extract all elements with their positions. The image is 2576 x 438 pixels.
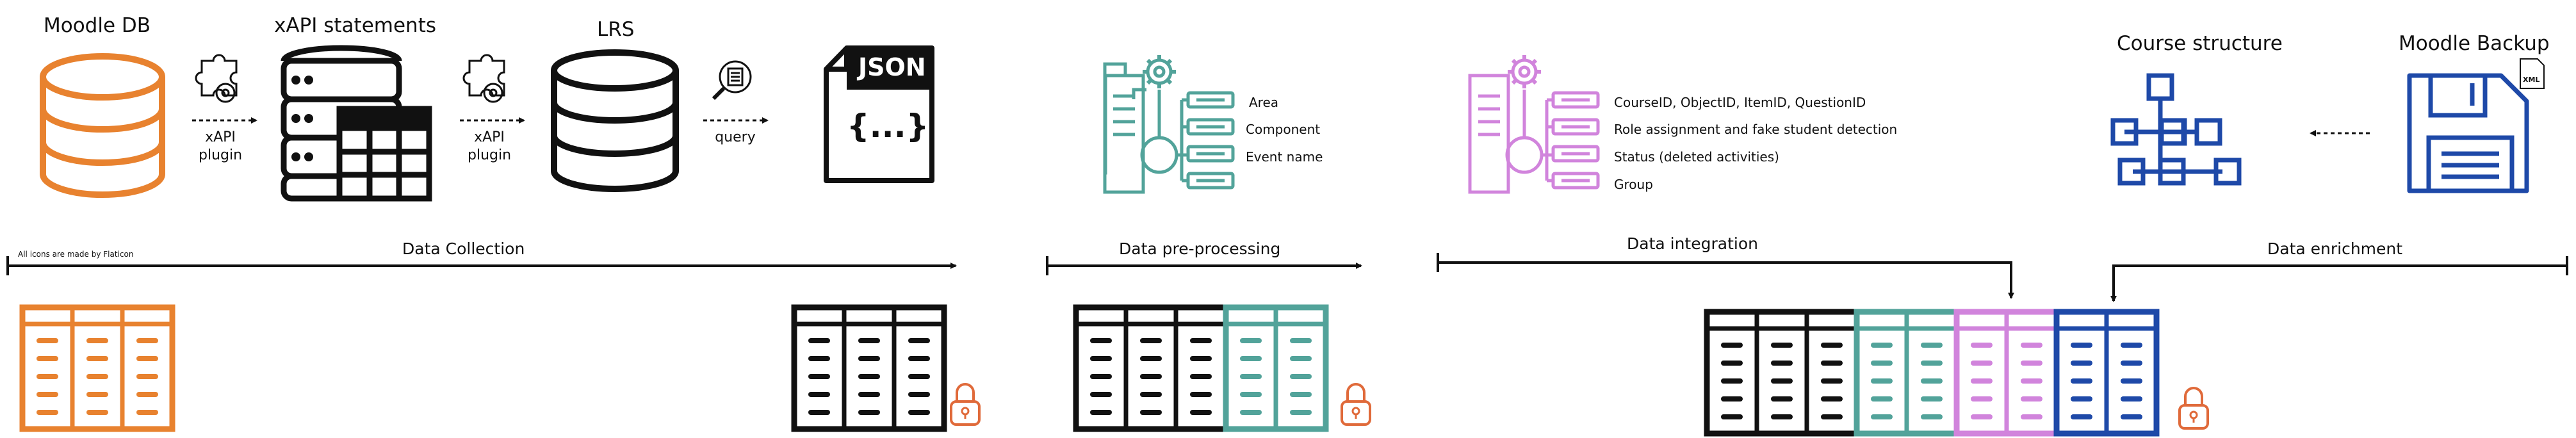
phase-data-enrichment: Data enrichment xyxy=(2267,239,2403,258)
integration-item: CourseID, ObjectID, ItemID, QuestionID xyxy=(1614,95,1866,110)
moodle-db-icon xyxy=(40,53,165,198)
moodle-backup-label: Moodle Backup xyxy=(2399,32,2550,55)
xapi-plugin-label-2a: xAPI xyxy=(474,129,505,145)
preprocessing-item: Area xyxy=(1249,95,1279,110)
lock-icon xyxy=(950,383,981,426)
json-text: JSON xyxy=(858,53,926,81)
course-structure-tree-icon xyxy=(2110,73,2242,186)
xapi-plugin-label-2b: plugin xyxy=(468,147,512,163)
phase-data-integration: Data integration xyxy=(1627,234,1758,253)
integration-item: Group xyxy=(1614,177,1653,192)
lock-icon xyxy=(1341,383,1371,426)
integration-flowchart-icon xyxy=(1468,55,1600,194)
phase-data-preprocessing: Data pre-processing xyxy=(1119,239,1281,258)
json-braces: {...} xyxy=(847,108,929,145)
table-frame xyxy=(791,304,947,432)
data-integration-arrow xyxy=(1437,253,2014,299)
integrated-table xyxy=(1704,309,2160,437)
xapi-plugin-label-1b: plugin xyxy=(199,147,243,163)
preprocessed-table xyxy=(1073,304,1329,432)
table-frame xyxy=(19,304,175,432)
lrs-icon xyxy=(551,49,679,192)
collected-table xyxy=(791,304,947,432)
integration-item: Status (deleted activities) xyxy=(1614,149,1779,165)
search-icon xyxy=(712,60,752,101)
icon-credit: All icons are made by Flaticon xyxy=(18,250,134,259)
preprocessing-item: Event name xyxy=(1246,149,1323,165)
preprocessing-flowchart-icon xyxy=(1103,55,1235,194)
data-collection-arrow xyxy=(6,256,957,275)
data-preprocessing-arrow xyxy=(1046,256,1362,275)
course-structure-label: Course structure xyxy=(2117,32,2283,55)
xapi-plugin-icon xyxy=(462,54,505,103)
xapi-statements-icon xyxy=(281,45,432,202)
xapi-plugin-icon xyxy=(195,54,238,103)
json-file-icon xyxy=(824,45,934,183)
data-enrichment-arrow xyxy=(2110,256,2568,302)
xml-text: XML xyxy=(2523,76,2540,84)
moodle-db-label: Moodle DB xyxy=(44,14,151,37)
preprocessing-item: Component xyxy=(1246,122,1321,137)
moodle-backup-floppy-icon xyxy=(2407,73,2529,193)
orange-table xyxy=(19,304,175,432)
xapi-plugin-label-1a: xAPI xyxy=(205,129,236,145)
lock-icon xyxy=(2178,387,2209,430)
xml-file-icon xyxy=(2520,58,2545,89)
phase-data-collection: Data Collection xyxy=(402,239,525,258)
xapi-statements-label: xAPI statements xyxy=(274,14,436,37)
query-label: query xyxy=(715,129,756,145)
lrs-label: LRS xyxy=(597,18,635,41)
integration-item: Role assignment and fake student detecti… xyxy=(1614,122,1898,137)
